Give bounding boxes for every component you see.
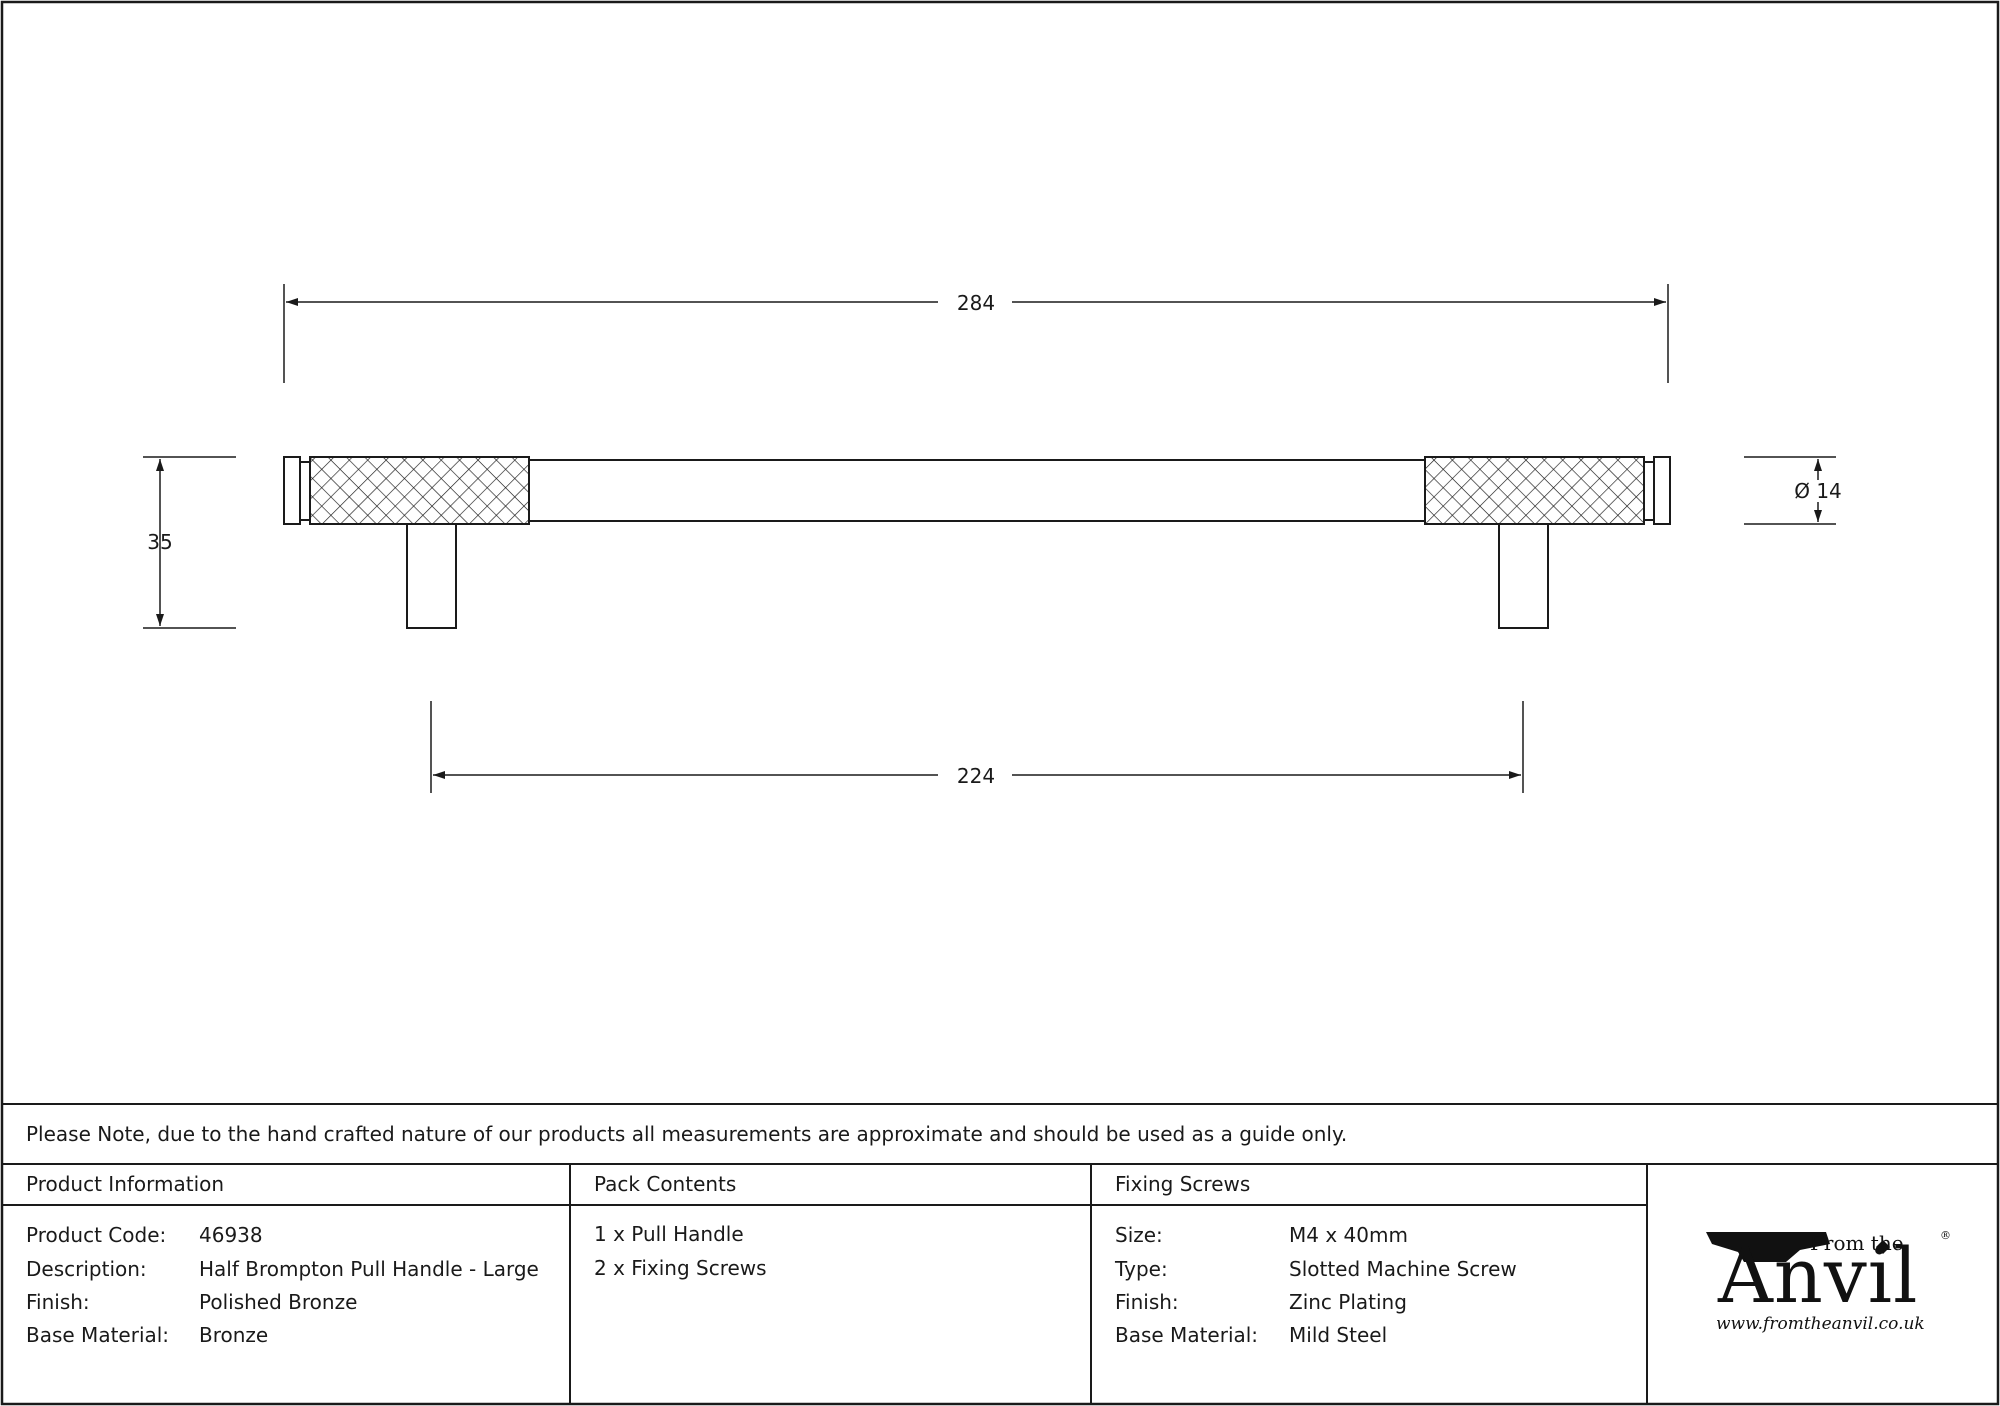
- screw-type-label: Type:: [1115, 1257, 1168, 1281]
- pack-item: 2 x Fixing Screws: [594, 1256, 767, 1280]
- product-information-heading: Product Information: [26, 1172, 225, 1196]
- end-cap-right: [1653, 456, 1671, 525]
- handle-bar: [528, 459, 1426, 522]
- screw-base-material-label: Base Material:: [1115, 1323, 1259, 1347]
- screw-size-label: Size:: [1115, 1223, 1163, 1247]
- dimension-overall-length-text: 284: [957, 291, 995, 315]
- dimension-overall-length: [283, 284, 1669, 383]
- handle-drawing: [283, 456, 1671, 629]
- logo-anvil-wordmark: Anvil: [1718, 1231, 1919, 1320]
- measurement-note: Please Note, due to the hand crafted nat…: [26, 1122, 1348, 1146]
- finish-label: Finish:: [26, 1290, 90, 1314]
- screw-finish-value: Zinc Plating: [1289, 1290, 1407, 1314]
- end-cap-left: [283, 456, 301, 525]
- dimension-projection: [143, 456, 236, 629]
- screw-base-material-value: Mild Steel: [1289, 1323, 1388, 1347]
- knurled-grip-right: [1424, 456, 1645, 525]
- dimension-diameter-text: Ø 14: [1794, 479, 1842, 503]
- dimension-hole-centres-text: 224: [957, 764, 995, 788]
- finish-value: Polished Bronze: [199, 1290, 358, 1314]
- pack-contents-heading: Pack Contents: [594, 1172, 737, 1196]
- leg-left: [406, 523, 457, 629]
- screw-type-value: Slotted Machine Screw: [1289, 1257, 1517, 1281]
- description-value: Half Brompton Pull Handle - Large: [199, 1257, 539, 1281]
- logo-website: www.fromtheanvil.co.uk: [1716, 1314, 1925, 1334]
- title-block-grid: [2, 1103, 1998, 1404]
- base-material-label: Base Material:: [26, 1323, 170, 1347]
- dimension-projection-text: 35: [147, 530, 172, 554]
- product-code-value: 46938: [199, 1223, 263, 1247]
- screw-size-value: M4 x 40mm: [1289, 1223, 1408, 1247]
- anvil-logo-icon: [1706, 1232, 1890, 1262]
- fixing-screws-heading: Fixing Screws: [1115, 1172, 1251, 1196]
- logo-registered-mark: ®: [1940, 1229, 1951, 1242]
- logo-from-the: From the: [1810, 1231, 1904, 1255]
- leg-right: [1498, 523, 1549, 629]
- description-label: Description:: [26, 1257, 147, 1281]
- pack-item: 1 x Pull Handle: [594, 1222, 744, 1246]
- screw-finish-label: Finish:: [1115, 1290, 1179, 1314]
- product-code-label: Product Code:: [26, 1223, 167, 1247]
- dimension-diameter: [1744, 456, 1836, 525]
- knurled-grip-left: [309, 456, 530, 525]
- dimension-hole-centres: [430, 701, 1524, 793]
- base-material-value: Bronze: [199, 1323, 269, 1347]
